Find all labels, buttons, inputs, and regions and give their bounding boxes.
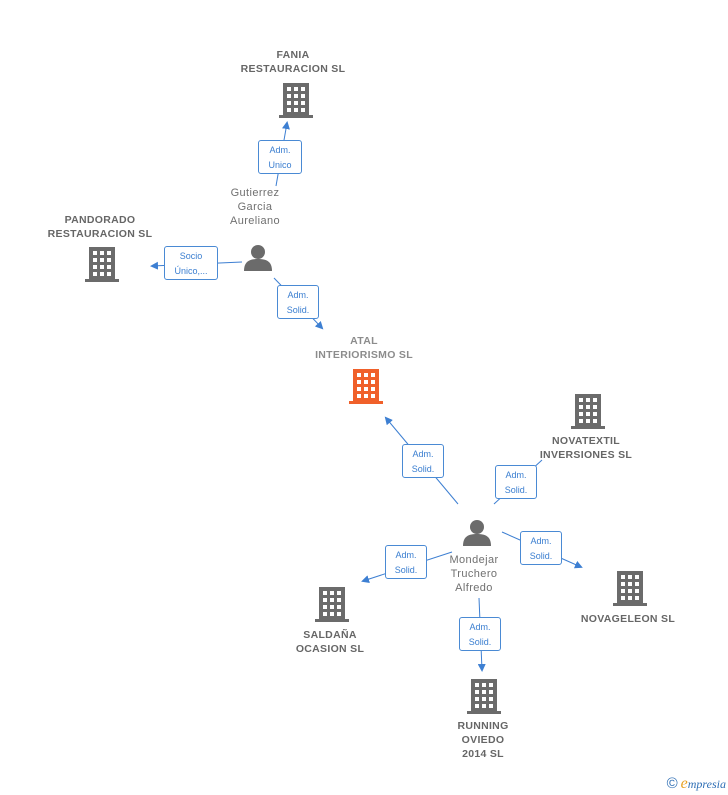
copyright-icon: © (666, 775, 678, 792)
node-label-novageleon[interactable]: NOVAGELEON SL (580, 613, 676, 625)
relation-label: Adm. Solid. (459, 617, 501, 651)
node-label-novatextil[interactable]: NOVATEXTIL INVERSIONES SL (539, 435, 633, 461)
building-icon[interactable] (467, 679, 501, 714)
node-label-mondejar[interactable]: Mondejar Truchero Alfredo (449, 554, 499, 594)
relation-label: Adm. Solid. (520, 531, 562, 565)
empresia-watermark: ©empresia (667, 775, 726, 793)
building-icon[interactable] (315, 587, 349, 622)
relation-label: Socio Único,... (164, 246, 218, 280)
node-label-fania[interactable]: FANIA RESTAURACION SL (240, 49, 346, 75)
building-icon[interactable] (613, 571, 647, 606)
node-label-gutierrez[interactable]: Gutierrez Garcia Aureliano (229, 187, 281, 227)
node-label-running[interactable]: RUNNING OVIEDO 2014 SL (457, 720, 509, 760)
relation-label: Adm. Unico (258, 140, 302, 174)
relation-label: Adm. Solid. (402, 444, 444, 478)
person-icon[interactable] (244, 245, 272, 271)
building-icon[interactable] (571, 394, 605, 429)
building-icon[interactable] (349, 369, 383, 404)
relation-label: Adm. Solid. (385, 545, 427, 579)
node-label-pandorado[interactable]: PANDORADO RESTAURACION SL (47, 214, 153, 240)
building-icon[interactable] (279, 83, 313, 118)
brand-logo: empresia (680, 775, 726, 792)
relation-label: Adm. Solid. (277, 285, 319, 319)
node-label-saldana[interactable]: SALDAÑA OCASION SL (295, 629, 365, 655)
person-icon[interactable] (463, 520, 491, 546)
node-label-atal[interactable]: ATAL INTERIORISMO SL (315, 335, 413, 361)
relation-label: Adm. Solid. (495, 465, 537, 499)
building-icon[interactable] (85, 247, 119, 282)
